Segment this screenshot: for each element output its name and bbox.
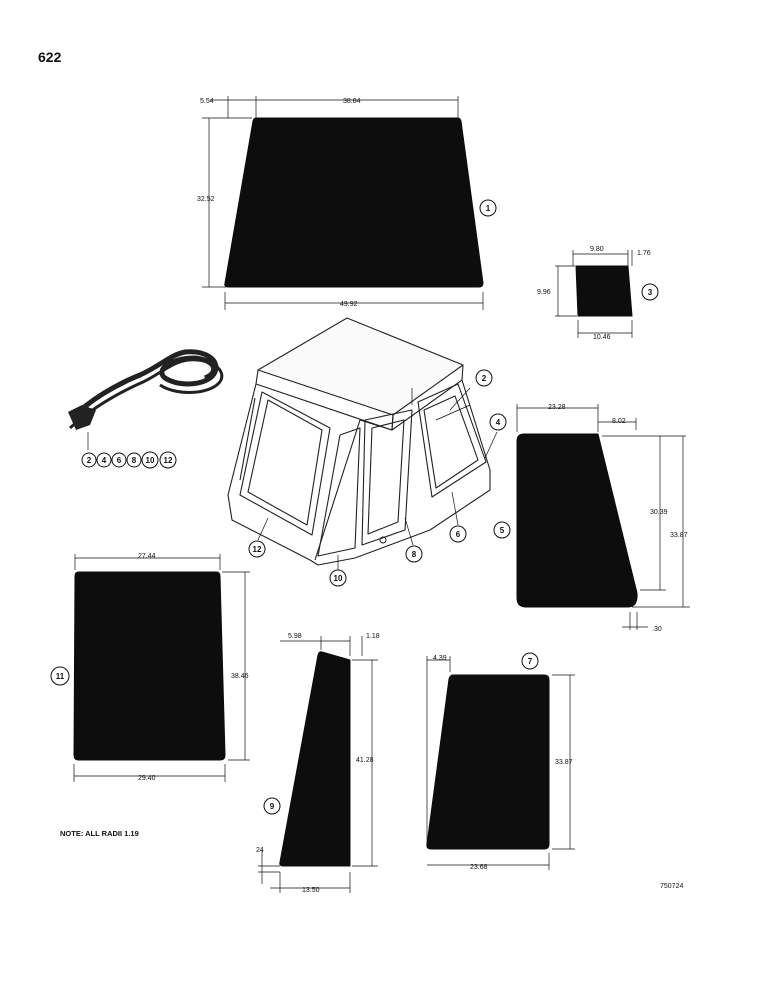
dim-p9-top: 5.98 xyxy=(288,633,302,640)
svg-text:9: 9 xyxy=(270,802,275,811)
rubber-seal-illustration xyxy=(68,349,224,450)
dimension-p5 xyxy=(516,404,690,630)
dim-p9-offset: 1.18 xyxy=(366,633,380,640)
seal-callout-2: 4 xyxy=(102,456,107,465)
glass-panel-3 xyxy=(575,265,633,317)
svg-text:5: 5 xyxy=(500,526,505,535)
glass-panel-9 xyxy=(279,651,351,867)
dim-p1-offset: 5.54 xyxy=(200,98,214,105)
svg-text:2: 2 xyxy=(482,374,487,383)
callout-11: 11 xyxy=(50,666,70,686)
dim-p5-height-inner: 30.39 xyxy=(650,509,668,516)
radii-note: NOTE: ALL RADII 1.19 xyxy=(60,829,139,838)
svg-text:6: 6 xyxy=(456,530,461,539)
dimension-p7 xyxy=(426,656,575,870)
dim-p7-bottom: 23.68 xyxy=(470,864,488,871)
seal-callout-6: 12 xyxy=(164,456,173,465)
dim-p5-top: 23.28 xyxy=(548,404,566,411)
seal-callout-5: 10 xyxy=(146,456,155,465)
svg-text:11: 11 xyxy=(56,672,65,681)
callout-3: 3 xyxy=(641,283,659,301)
svg-text:4: 4 xyxy=(496,418,501,427)
glass-panel-7 xyxy=(426,674,550,850)
dimension-p1 xyxy=(202,96,484,310)
dim-p11-bottom: 29.40 xyxy=(138,775,156,782)
cab-illustration xyxy=(227,317,491,566)
dim-p5-foot: .30 xyxy=(652,626,662,633)
svg-text:7: 7 xyxy=(528,657,533,666)
glass-panel-1 xyxy=(224,117,484,288)
seal-callouts: 2 4 6 8 10 12 xyxy=(81,451,177,469)
callout-7: 7 xyxy=(521,652,539,670)
callout-1: 1 xyxy=(479,199,497,217)
dim-p9-height: 41.28 xyxy=(356,757,374,764)
callout-8: 8 xyxy=(404,517,423,563)
dim-p3-bottom: 10.46 xyxy=(593,334,611,341)
dim-p7-offset: 4.39 xyxy=(433,655,447,662)
dim-p1-top: 38.84 xyxy=(343,98,361,105)
dim-p7-height: 33.87 xyxy=(555,759,573,766)
drawing-number: 750724 xyxy=(660,883,683,890)
svg-text:1: 1 xyxy=(486,204,491,213)
callout-4: 4 xyxy=(484,413,507,459)
callout-9: 9 xyxy=(263,797,281,815)
callout-10: 10 xyxy=(329,555,347,587)
dim-p3-offset: 1.76 xyxy=(637,250,651,257)
svg-text:10: 10 xyxy=(334,574,343,583)
dim-p1-bottom: 49.92 xyxy=(340,301,358,308)
dimension-p3 xyxy=(555,250,633,338)
dim-p3-top: 9.80 xyxy=(590,246,604,253)
seal-callout-3: 6 xyxy=(117,456,122,465)
dim-p5-inner: 8.02 xyxy=(612,418,626,425)
dim-p11-top: 27.44 xyxy=(138,553,156,560)
callout-12: 12 xyxy=(248,517,269,558)
dim-p1-height: 32.52 xyxy=(197,196,215,203)
dim-p11-height: 38.46 xyxy=(231,673,249,680)
svg-text:12: 12 xyxy=(253,545,262,554)
callout-2: 2 xyxy=(449,369,493,411)
dim-p9-foot: 24 xyxy=(256,847,264,854)
dim-p5-height: 33.87 xyxy=(670,532,688,539)
page-number: 622 xyxy=(38,49,62,65)
dim-p3-height: 9.96 xyxy=(537,289,551,296)
glass-panel-5 xyxy=(516,433,638,608)
dim-p9-bottom: 13.50 xyxy=(302,887,320,894)
callout-6: 6 xyxy=(449,491,467,543)
seal-callout-4: 8 xyxy=(132,456,137,465)
seal-callout-1: 2 xyxy=(87,456,92,465)
svg-text:3: 3 xyxy=(648,288,653,297)
dimension-p11 xyxy=(73,554,250,782)
svg-text:8: 8 xyxy=(412,550,417,559)
dimension-p9 xyxy=(258,636,378,893)
glass-panel-11 xyxy=(73,571,226,761)
callout-5: 5 xyxy=(493,521,511,539)
